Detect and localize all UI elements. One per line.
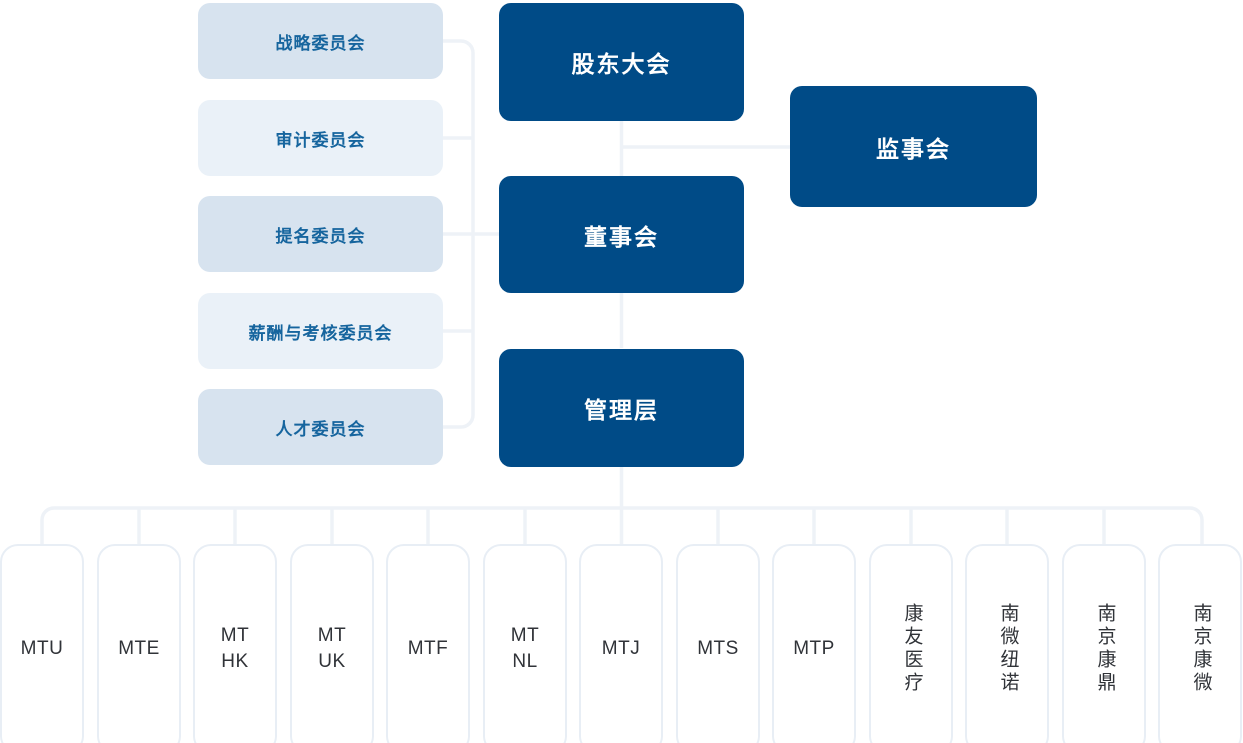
node-committee-strategy[interactable]: 战略委员会 bbox=[198, 3, 443, 79]
node-committee-audit-label: 审计委员会 bbox=[275, 130, 366, 150]
node-subsidiary-mtj-label: MTJ bbox=[601, 638, 641, 660]
node-subsidiary-nanwei[interactable]: 南微纽诺 bbox=[965, 544, 1049, 743]
node-board-of-directors[interactable]: 董事会 bbox=[499, 176, 744, 293]
node-subsidiary-mthk-label: MT HK bbox=[220, 625, 250, 672]
node-subsidiary-mtu-label: MTU bbox=[20, 638, 64, 660]
node-subsidiary-mts[interactable]: MTS bbox=[676, 544, 760, 743]
node-shareholders-meeting[interactable]: 股东大会 bbox=[499, 3, 744, 121]
node-committee-strategy-label: 战略委员会 bbox=[275, 33, 366, 53]
node-subsidiary-mtj[interactable]: MTJ bbox=[579, 544, 663, 743]
node-committee-talent-label: 人才委员会 bbox=[275, 419, 366, 439]
node-board-of-supervisors-label: 监事会 bbox=[876, 135, 951, 162]
node-committee-nomination-label: 提名委员会 bbox=[275, 226, 366, 246]
node-subsidiary-kangwei[interactable]: 南京康微 bbox=[1158, 544, 1242, 743]
node-board-of-directors-label: 董事会 bbox=[584, 223, 659, 250]
node-subsidiary-mtf-label: MTF bbox=[407, 638, 449, 660]
node-subsidiary-kangyou[interactable]: 康友医疗 bbox=[869, 544, 953, 743]
node-subsidiary-kangding-label: 南京康鼎 bbox=[1094, 603, 1116, 695]
node-board-of-supervisors[interactable]: 监事会 bbox=[790, 86, 1037, 207]
node-subsidiary-mtuk[interactable]: MT UK bbox=[290, 544, 374, 743]
node-committee-audit[interactable]: 审计委员会 bbox=[198, 100, 443, 176]
node-subsidiary-mtnl-label: MT NL bbox=[510, 625, 540, 672]
node-subsidiary-kangyou-label: 康友医疗 bbox=[901, 603, 923, 695]
node-committee-compensation[interactable]: 薪酬与考核委员会 bbox=[198, 293, 443, 369]
node-subsidiary-mtuk-label: MT UK bbox=[317, 625, 347, 672]
node-subsidiary-mtnl[interactable]: MT NL bbox=[483, 544, 567, 743]
node-committee-compensation-label: 薪酬与考核委员会 bbox=[248, 323, 393, 343]
node-subsidiary-mte-label: MTE bbox=[118, 638, 160, 660]
node-subsidiary-mte[interactable]: MTE bbox=[97, 544, 181, 743]
node-management[interactable]: 管理层 bbox=[499, 349, 744, 467]
node-subsidiary-kangding[interactable]: 南京康鼎 bbox=[1062, 544, 1146, 743]
node-subsidiary-mtf[interactable]: MTF bbox=[386, 544, 470, 743]
node-subsidiary-kangwei-label: 南京康微 bbox=[1190, 603, 1212, 695]
node-subsidiary-mthk[interactable]: MT HK bbox=[193, 544, 277, 743]
node-committee-nomination[interactable]: 提名委员会 bbox=[198, 196, 443, 272]
node-committee-talent[interactable]: 人才委员会 bbox=[198, 389, 443, 465]
node-subsidiary-mtp[interactable]: MTP bbox=[772, 544, 856, 743]
node-subsidiary-nanwei-label: 南微纽诺 bbox=[997, 603, 1019, 695]
node-subsidiary-mtp-label: MTP bbox=[793, 638, 835, 660]
node-subsidiary-mts-label: MTS bbox=[697, 638, 739, 660]
node-management-label: 管理层 bbox=[584, 397, 659, 423]
node-subsidiary-mtu[interactable]: MTU bbox=[0, 544, 84, 743]
node-shareholders-meeting-label: 股东大会 bbox=[571, 51, 672, 77]
